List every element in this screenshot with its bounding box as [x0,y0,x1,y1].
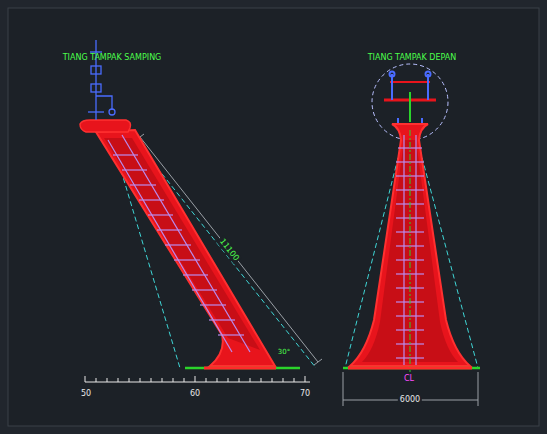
angle-text: 30° [278,349,290,356]
view-title: TIANG TAMPAK DEPAN [368,54,457,62]
scale-number: 50 [81,390,91,398]
view-title: TIANG TAMPAK SAMPING [63,54,162,62]
scale-number: 70 [300,390,310,398]
scale-number: 60 [190,390,200,398]
centerline-mark: CL [404,375,414,383]
dimension-text: 6000 [398,395,422,405]
